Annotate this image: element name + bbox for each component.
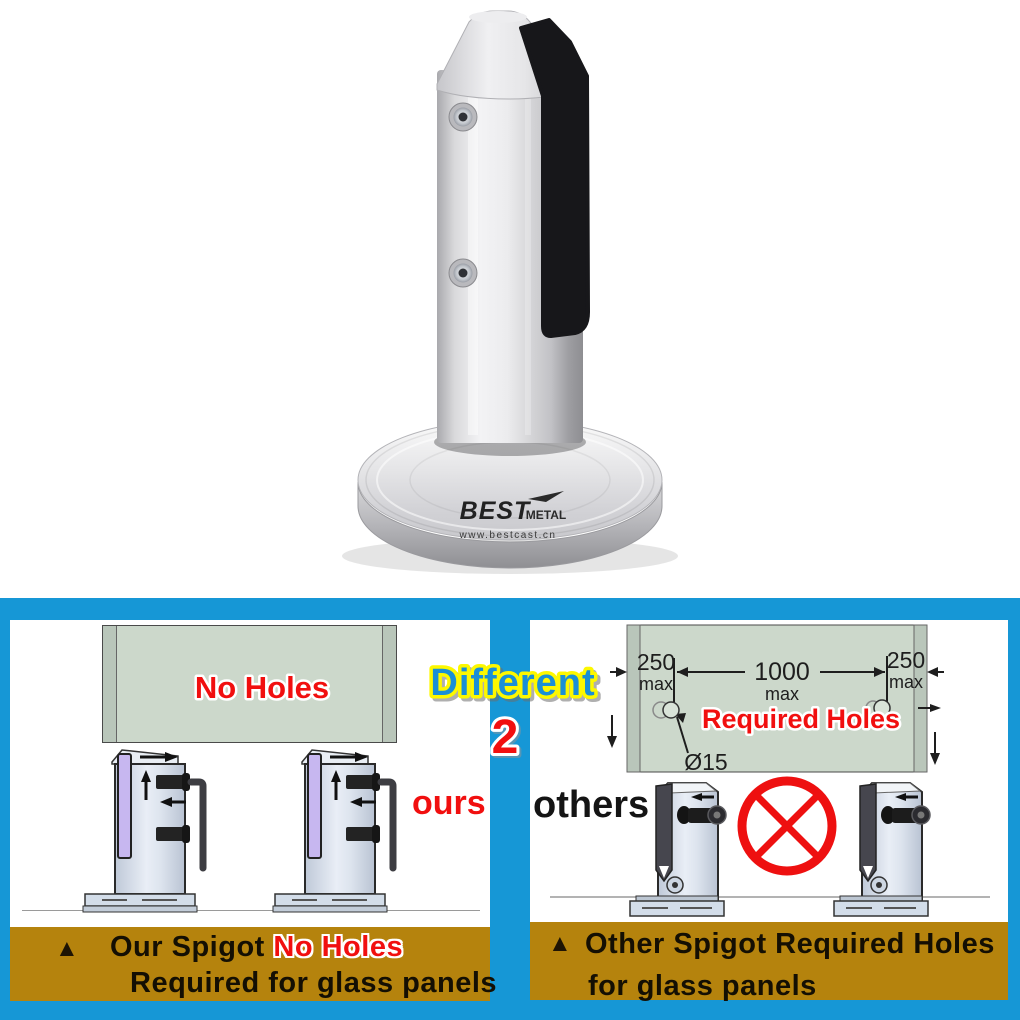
glass-edge xyxy=(382,626,396,742)
our-caption-line2: Required for glass panels xyxy=(130,967,498,999)
rubber-gasket xyxy=(519,18,590,338)
prohibition-icon xyxy=(737,776,837,876)
dim-left-unit: max xyxy=(639,674,673,694)
our-caption-line1: Our Spigot No Holes xyxy=(110,931,403,964)
dimension-arrowheads xyxy=(607,667,941,765)
dim-center-unit: max xyxy=(765,684,799,704)
others-label: others xyxy=(533,784,650,826)
svg-text:2: 2 xyxy=(492,711,519,764)
spigot-product-render: BEST METAL www.bestcast.cn xyxy=(342,10,678,574)
dim-right: 250 xyxy=(887,647,925,673)
glass-edge xyxy=(103,626,117,742)
other-caption-line1: Other Spigot Required Holes xyxy=(585,928,995,960)
glass-panel-no-holes xyxy=(102,625,397,743)
other-diagram: 250 max 1000 max 250 max Ø15 Required Ho… xyxy=(550,624,990,918)
dim-left: 250 xyxy=(637,649,675,675)
required-holes-label: Required Holes xyxy=(702,704,900,734)
our-spigot-diagram xyxy=(82,748,212,914)
svg-text:No Holes: No Holes xyxy=(195,670,329,705)
hole-diameter-label: Ø15 xyxy=(684,749,727,775)
base-rim xyxy=(357,481,663,569)
swoosh-icon xyxy=(528,491,564,502)
other-caption-line2: for glass panels xyxy=(588,970,817,1002)
brand-website: www.bestcast.cn xyxy=(459,530,557,541)
triangle-marker-icon: ▲ xyxy=(548,930,572,957)
drill-holes xyxy=(652,699,891,719)
different-number: 2 xyxy=(489,708,522,766)
our-panel: No Holes ▲ Our Spigot No Holes Required … xyxy=(10,620,497,1001)
brand-logo: BEST METAL www.bestcast.cn xyxy=(459,491,566,541)
comparison-section: No Holes ▲ Our Spigot No Holes Required … xyxy=(0,598,1020,1020)
svg-text:Different: Different xyxy=(430,662,595,704)
our-caption-text: Our Spigot xyxy=(110,931,265,963)
set-screw-top xyxy=(448,102,478,132)
glass-panel-required-holes xyxy=(626,624,928,773)
other-spigot-diagram xyxy=(832,781,932,918)
dim-center: 1000 xyxy=(754,658,810,686)
no-holes-highlight: No Holes xyxy=(273,931,404,963)
dim-right-unit: max xyxy=(889,672,923,692)
ours-label: ours xyxy=(412,784,486,822)
our-spigot-diagram xyxy=(272,748,402,914)
other-caption: ▲ Other Spigot Required Holes for glass … xyxy=(530,922,1008,1002)
triangle-marker-icon: ▲ xyxy=(55,935,79,962)
product-photo: BEST METAL www.bestcast.cn xyxy=(342,10,678,574)
set-screw-bottom xyxy=(448,258,478,288)
our-caption: ▲ Our Spigot No Holes Required for glass… xyxy=(10,927,497,1001)
other-panel: 250 max 1000 max 250 max Ø15 Required Ho… xyxy=(530,620,1008,1002)
different-headline: Different xyxy=(427,659,598,708)
brand-suffix: METAL xyxy=(526,508,566,522)
no-holes-label: No Holes xyxy=(192,668,331,708)
ground-line xyxy=(22,910,480,911)
brand-name: BEST xyxy=(460,497,532,525)
